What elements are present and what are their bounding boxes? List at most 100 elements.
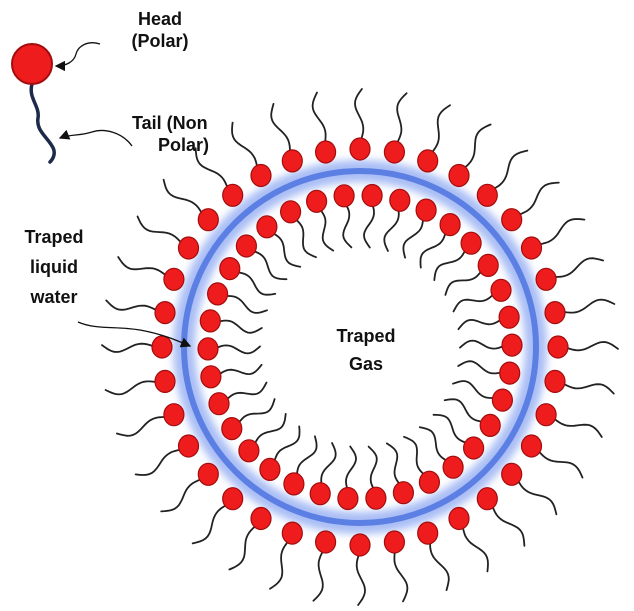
inner-molecule-head-21 — [259, 457, 281, 481]
outer-molecule-tail-29 — [105, 299, 160, 313]
outer-molecule-head-27 — [154, 369, 176, 393]
inner-molecule-tail-13 — [432, 413, 470, 445]
outer-molecule-tail-15 — [490, 502, 526, 547]
outer-molecule-tail-25 — [134, 448, 185, 476]
inner-molecule-head-33 — [306, 189, 328, 213]
inner-molecule-head-2 — [389, 188, 411, 212]
outer-molecule-tail-18 — [393, 547, 409, 603]
inner-molecule-head-19 — [309, 482, 331, 506]
inner-molecule-tail-25 — [215, 363, 263, 377]
outer-molecule-head-13 — [520, 434, 543, 458]
legend-molecule — [11, 43, 56, 164]
outer-molecule-head-31 — [177, 236, 200, 260]
inner-molecule-head-9 — [501, 333, 523, 357]
outer-molecule-head-6 — [501, 208, 523, 232]
outer-molecule-head-33 — [222, 183, 244, 207]
outer-molecule-tail-17 — [428, 537, 450, 591]
outer-molecule-head-19 — [349, 533, 371, 557]
inner-molecule-head-31 — [256, 215, 278, 239]
inner-molecule-head-34 — [333, 184, 355, 208]
inner-molecule-head-17 — [365, 486, 387, 510]
inner-molecule-tail-34 — [342, 200, 353, 249]
inner-molecule-head-25 — [200, 365, 222, 389]
inner-molecule-tail-4 — [419, 228, 448, 269]
outer-molecule-head-24 — [197, 462, 219, 486]
outer-molecule-head-9 — [544, 301, 566, 325]
outer-molecule-head-35 — [281, 149, 303, 173]
outer-molecule-head-28 — [151, 335, 173, 359]
inner-layer-tails — [213, 200, 507, 494]
inner-molecule-tail-16 — [385, 442, 403, 488]
inner-molecule-tail-29 — [234, 270, 277, 296]
inner-molecule-head-18 — [337, 486, 359, 511]
inner-molecule-head-8 — [498, 305, 520, 329]
inner-molecule-tail-11 — [452, 380, 498, 399]
outer-molecule-tail-1 — [354, 88, 365, 144]
outer-molecule-head-17 — [417, 521, 439, 545]
water-pointer-arrow-icon — [77, 321, 192, 348]
inner-molecule-head-11 — [491, 388, 513, 412]
outer-molecule-tail-30 — [117, 256, 170, 279]
inner-molecule-head-10 — [499, 361, 521, 385]
outer-molecule-tail-32 — [162, 178, 205, 217]
inner-molecule-tail-30 — [250, 249, 288, 281]
outer-molecule-head-11 — [544, 369, 566, 393]
outer-molecule-tail-28 — [101, 342, 157, 353]
inner-layer-heads — [197, 183, 523, 511]
outer-molecule-head-34 — [250, 163, 272, 188]
molecule-tail-icon — [29, 82, 56, 164]
inner-molecule-tail-19 — [320, 442, 337, 489]
outer-molecule-tail-12 — [550, 415, 603, 438]
outer-molecule-head-16 — [448, 506, 470, 531]
inner-molecule-head-4 — [439, 213, 461, 237]
outer-molecule-tail-22 — [228, 522, 259, 571]
outer-molecule-tail-6 — [515, 181, 560, 217]
outer-molecule-head-8 — [535, 267, 557, 291]
water-label-line1: Traped — [24, 227, 84, 247]
inner-molecule-tail-18 — [345, 445, 357, 494]
inner-molecule-tail-33 — [317, 206, 335, 252]
outer-molecule-tail-20 — [312, 547, 326, 602]
outer-molecule-tail-35 — [270, 103, 292, 157]
water-label-line2: liquid — [30, 257, 78, 277]
inner-molecule-tail-24 — [223, 381, 268, 403]
inner-molecule-head-15 — [418, 470, 440, 494]
inner-molecule-tail-22 — [252, 413, 287, 448]
outer-molecule-tail-11 — [560, 381, 615, 395]
tail-label: Tail (Non Polar) — [132, 112, 209, 156]
outer-molecule-tail-13 — [535, 448, 584, 479]
outer-molecule-tail-4 — [461, 123, 492, 172]
outer-molecule-head-4 — [448, 163, 470, 188]
water-label: Traped liquid water — [6, 222, 102, 312]
inner-molecule-head-7 — [490, 278, 512, 302]
inner-molecule-tail-6 — [444, 267, 485, 296]
outer-molecule-tail-31 — [136, 215, 185, 246]
inner-molecule-tail-32 — [292, 216, 317, 259]
head-pointer-arrow-icon — [54, 42, 101, 72]
inner-molecule-tail-2 — [383, 205, 400, 252]
outer-molecule-head-15 — [476, 487, 498, 511]
inner-molecule-head-5 — [460, 231, 482, 255]
gas-label: Traped Gas — [318, 322, 414, 378]
outer-molecule-head-29 — [154, 301, 176, 325]
tail-label-line1: Tail (Non — [132, 113, 208, 133]
inner-molecule-tail-31 — [269, 230, 302, 268]
inner-molecule-head-1 — [361, 183, 383, 208]
inner-molecule-head-13 — [463, 436, 485, 460]
inner-molecule-tail-20 — [295, 435, 318, 480]
outer-molecule-tail-27 — [104, 380, 160, 396]
outer-molecule-head-7 — [520, 236, 543, 260]
head-label-line1: Head — [137, 9, 182, 29]
inner-molecule-head-14 — [442, 455, 464, 479]
inner-molecule-head-16 — [392, 481, 414, 505]
outer-molecule-head-22 — [250, 506, 272, 531]
inner-molecule-head-22 — [238, 439, 260, 463]
inner-molecule-tail-15 — [403, 435, 428, 478]
outer-layer-heads — [151, 137, 569, 557]
inner-molecule-tail-3 — [402, 214, 425, 259]
outer-molecule-tail-8 — [550, 257, 604, 279]
head-label-line2: (Polar) — [131, 31, 189, 51]
outer-molecule-head-10 — [547, 335, 569, 359]
